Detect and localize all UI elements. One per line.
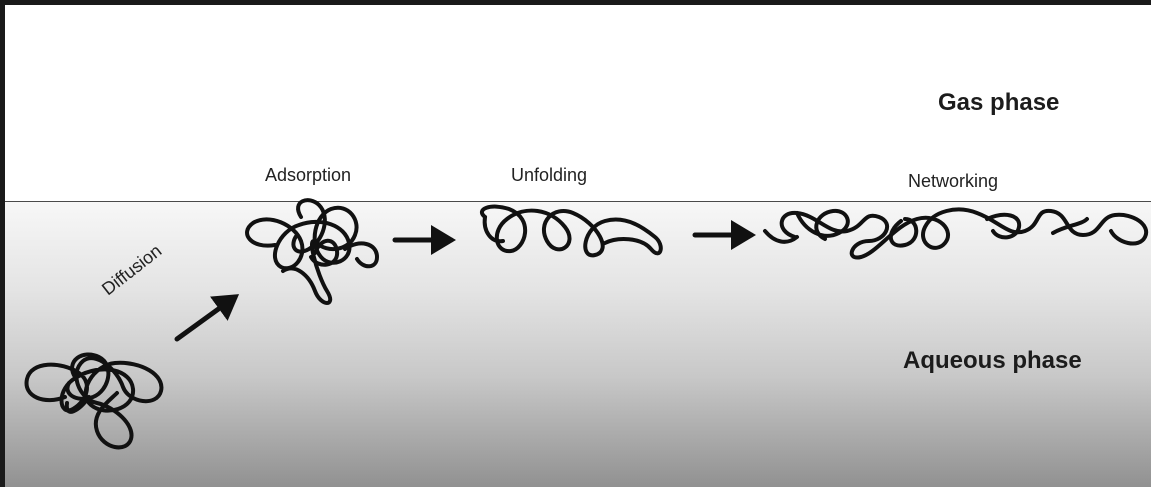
aqueous-phase-label: Aqueous phase [903, 347, 1082, 374]
gas-phase-region [5, 5, 1151, 200]
adsorbed-protein [245, 198, 379, 305]
networking-label: Networking [908, 171, 999, 191]
unfolded-protein [480, 204, 663, 258]
diffusion-arrow [174, 294, 240, 342]
folded-protein-bulk [24, 352, 164, 450]
adsorption-label: Adsorption [265, 165, 352, 185]
gas-phase-label: Gas phase [938, 89, 1060, 116]
aqueous-phase-region [5, 201, 1151, 487]
diagram-drawing [24, 198, 1149, 450]
unfolding-label: Unfolding [511, 165, 588, 185]
protein-network [763, 207, 1149, 260]
